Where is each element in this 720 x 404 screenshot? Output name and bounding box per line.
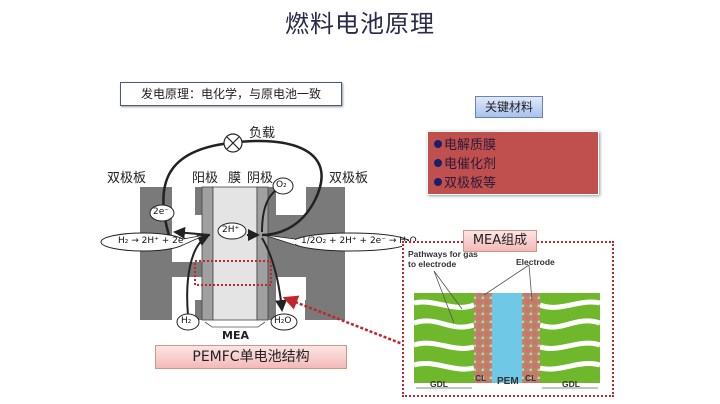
gas-pathways xyxy=(413,299,601,372)
pathways-label: Pathways for gas to electrode xyxy=(408,249,478,269)
h2-text: H₂ xyxy=(181,316,192,326)
layer-gdl-left: GDL xyxy=(430,379,448,389)
electrons-text: 2e⁻ xyxy=(153,207,170,217)
anode-label: 阳极 xyxy=(192,171,219,186)
layer-cl-left: CL xyxy=(475,373,487,383)
o2-bubble xyxy=(272,177,294,195)
mea-detail-title: MEA组成 xyxy=(463,230,537,252)
o2-text: O₂ xyxy=(276,180,287,190)
membrane-label: 膜 xyxy=(228,171,242,186)
cathode-reaction: 1/2O₂ + 2H⁺ + 2e⁻ → H₂O xyxy=(301,236,417,246)
page-title: 燃料电池原理 xyxy=(285,10,435,38)
anode-reaction: H₂ → 2H⁺ + 2e⁻ xyxy=(118,236,189,246)
bullet-icon xyxy=(434,159,442,167)
load-label: 负载 xyxy=(249,126,276,141)
pem xyxy=(492,293,522,383)
h2o-bubble xyxy=(270,313,298,331)
electrons-bubble xyxy=(149,204,175,222)
key-material-item: 双极板等 xyxy=(434,172,496,191)
cathode-layer xyxy=(256,186,269,321)
zoom-pointer-arrow xyxy=(282,295,406,347)
cathode-label: 阴极 xyxy=(247,171,274,186)
layer-gdl-right: GDL xyxy=(562,379,580,389)
h2-bubble xyxy=(176,313,200,331)
bipolar-right-label: 双极板 xyxy=(329,171,369,186)
key-material-item: 电催化剂 xyxy=(434,153,496,172)
layer-cl-right: CL xyxy=(525,373,537,383)
mea-layers-illustration xyxy=(413,264,601,389)
key-materials-title: 关键材料 xyxy=(475,96,543,118)
key-material-item: 电解质膜 xyxy=(434,134,496,153)
mea-label-text: MEA xyxy=(222,329,249,342)
h2o-text: H₂O xyxy=(274,316,292,326)
bipolar-left-label: 双极板 xyxy=(107,171,147,186)
mea-highlight xyxy=(194,260,272,286)
cl-right xyxy=(522,293,540,383)
key-materials-list: 电解质膜 电催化剂 双极板等 xyxy=(427,131,599,195)
external-circuit xyxy=(162,139,323,246)
layer-pem: PEM xyxy=(497,376,519,387)
cl-left xyxy=(474,293,492,383)
membrane-layer xyxy=(212,186,258,321)
principle-note: 发电原理：电化学，与原电池一致 xyxy=(120,82,342,106)
mea-detail-box: Pathways for gas to electrode Electrode … xyxy=(402,241,614,397)
bullet-icon xyxy=(434,140,442,148)
electrode-label: Electrode xyxy=(516,257,555,267)
pemfc-caption: PEMFC单电池结构 xyxy=(155,345,347,369)
anode-layer xyxy=(201,186,214,321)
protons-bubble xyxy=(217,222,247,240)
bipolar-channel-left xyxy=(172,262,202,277)
bullet-icon xyxy=(434,178,442,186)
protons-text: 2H⁺ xyxy=(222,225,240,235)
